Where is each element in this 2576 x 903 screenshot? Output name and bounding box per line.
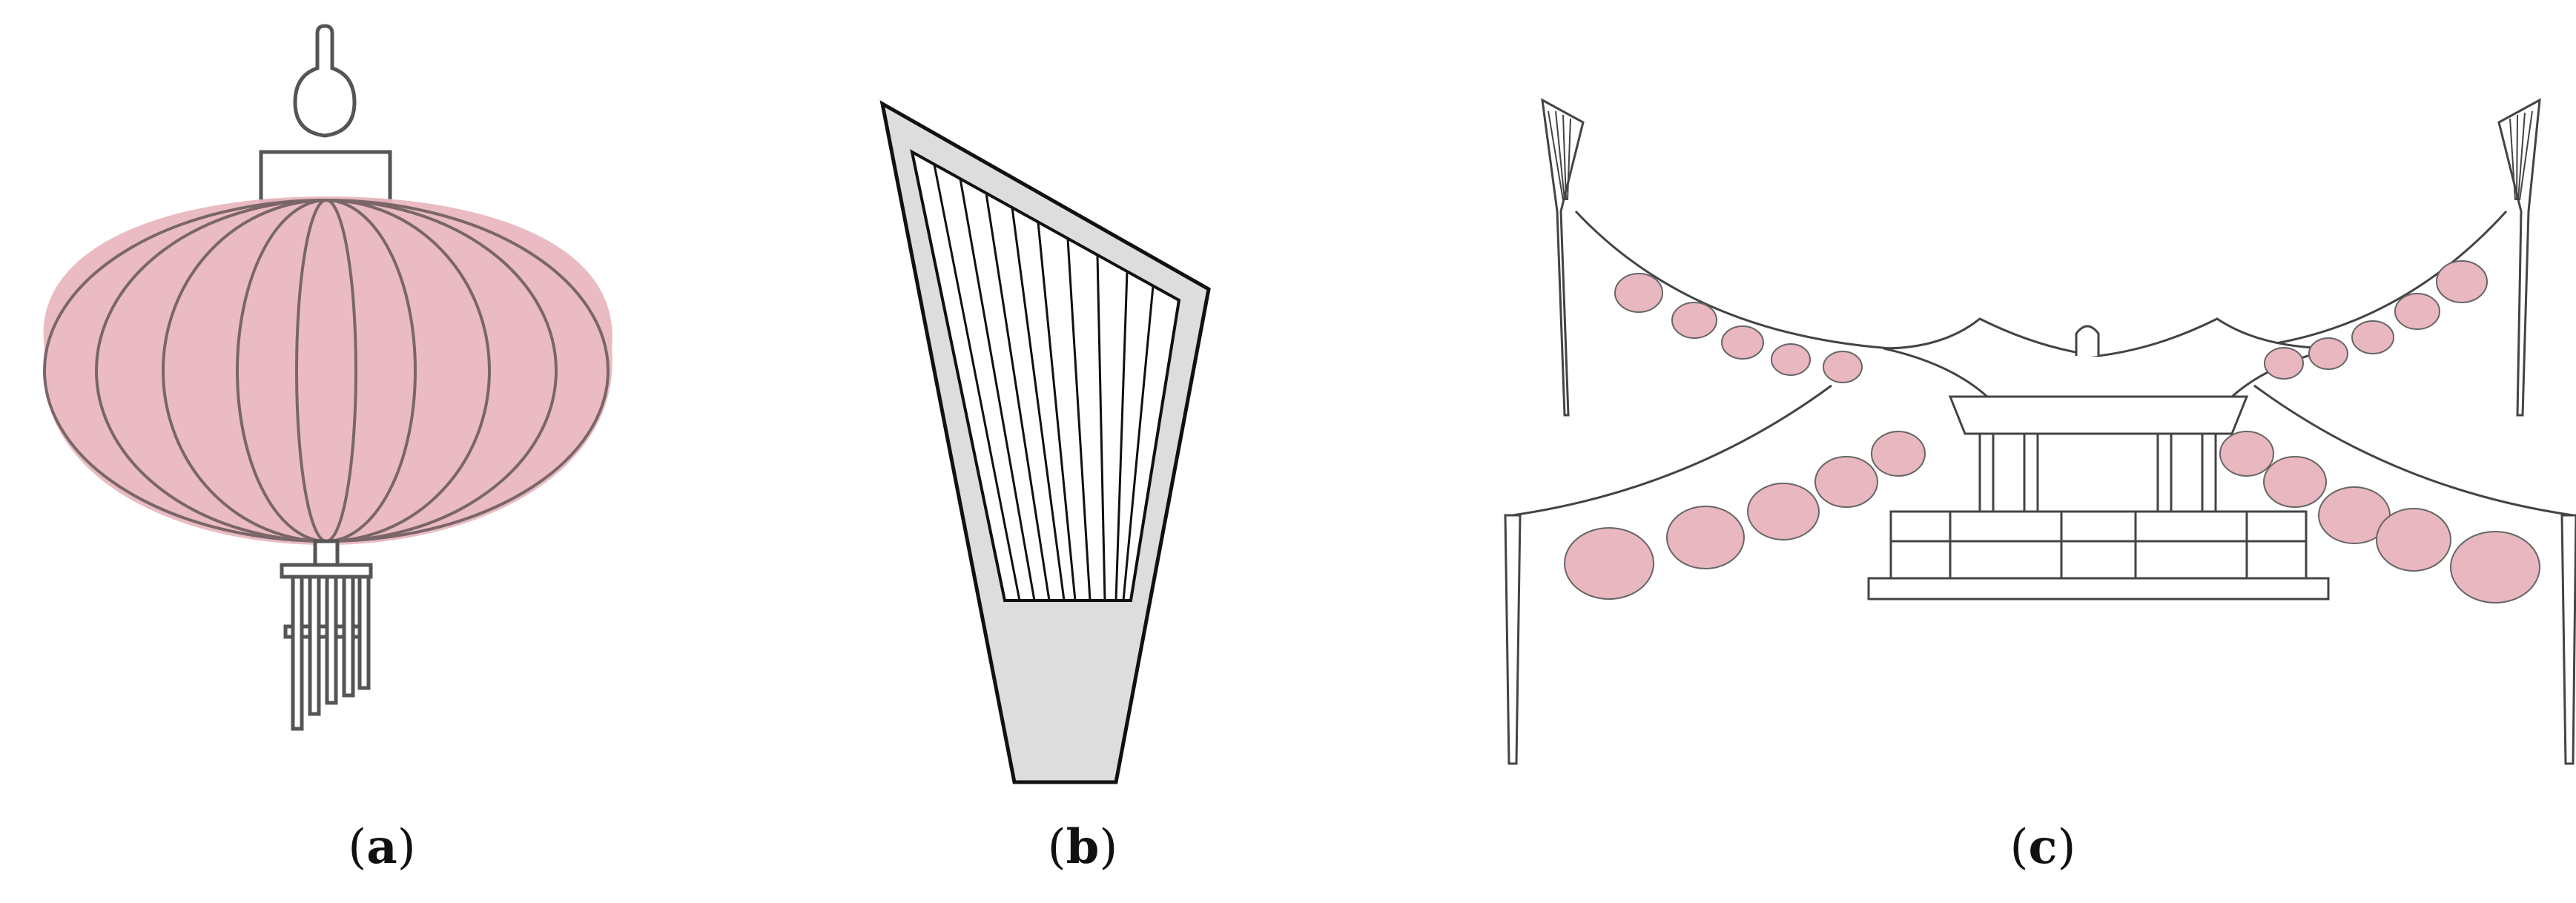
scene-lantern (1614, 273, 1663, 313)
pole-left-bottom (1504, 514, 1522, 765)
frame-slat (1066, 238, 1092, 601)
scene-lantern (1721, 325, 1764, 360)
scene-lantern (1771, 343, 1811, 376)
scene-lantern (1564, 527, 1654, 600)
tassel-strand (342, 575, 355, 698)
frame-slat (1122, 285, 1155, 601)
pole-left-top (1541, 98, 1585, 417)
scene-lantern (2450, 531, 2540, 603)
tassel-strand (291, 575, 304, 731)
scene-lantern (1671, 302, 1717, 339)
caption-c: (c) (2009, 819, 2076, 875)
scene-lantern (1666, 506, 1745, 569)
pavilion-eave (1948, 395, 2249, 435)
frame-slat (1037, 222, 1077, 601)
scene-illustration (1504, 98, 2576, 765)
frame-slat (933, 164, 1021, 601)
scene-lantern (1823, 351, 1863, 383)
panel-a-lantern (0, 0, 638, 903)
caption-a: (a) (348, 819, 416, 875)
rope-upper-left (1574, 210, 1892, 350)
tassel-strand (325, 575, 338, 705)
scene-lantern (1747, 483, 1820, 540)
frame-slat (1096, 254, 1106, 601)
tassel-strand (308, 575, 321, 716)
frame-window (910, 149, 1181, 602)
frame-slat (1114, 271, 1129, 601)
frame-slat (1011, 207, 1066, 601)
scene-lantern (2394, 293, 2440, 330)
rope-lower-right (2253, 384, 2574, 517)
scene-lantern (2436, 260, 2488, 303)
scene-lantern (1814, 456, 1878, 508)
pole-right-bottom (2560, 514, 2576, 765)
tassel-strand (357, 575, 371, 690)
frame-slat (959, 178, 1036, 601)
scene-lantern (2264, 347, 2304, 380)
pavilion-finial (2075, 325, 2100, 356)
tassel-neck (313, 539, 340, 567)
scene-lantern (2308, 337, 2348, 370)
scene-lantern (2219, 431, 2274, 477)
scene-lantern (2263, 456, 2327, 508)
panel-b-frame (853, 0, 1238, 903)
pole-right-top (2497, 98, 2541, 417)
pavilion-railing (1889, 510, 2308, 580)
caption-b: (b) (1047, 819, 1118, 875)
frame-illustration (879, 100, 1211, 784)
scene-lantern (1871, 431, 1926, 477)
scene-lantern (2351, 320, 2394, 354)
lantern-hook (293, 24, 357, 138)
pavilion-base (1867, 577, 2330, 601)
rope-lower-left (1512, 384, 1832, 517)
frame-slat (985, 193, 1051, 601)
lantern-illustration (43, 24, 612, 731)
scene-lantern (2376, 508, 2451, 572)
lantern-cap (259, 150, 392, 203)
panel-c-scene (1504, 0, 2576, 903)
